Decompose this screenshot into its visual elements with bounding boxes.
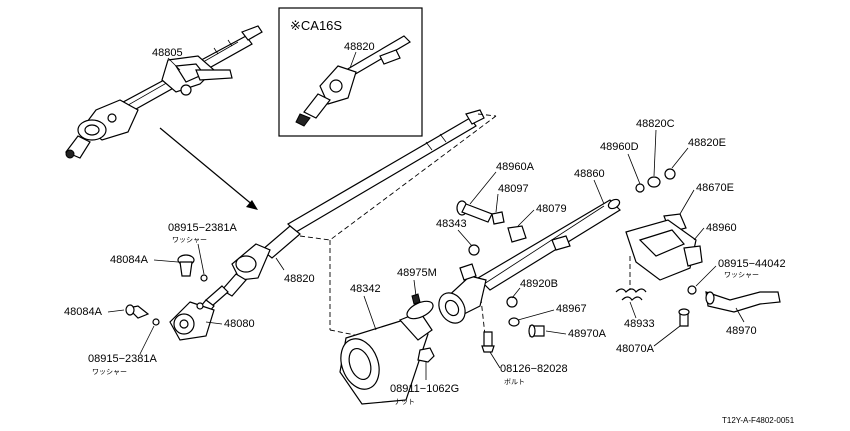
label-08915-2381a-bottom: 08915−2381A — [88, 353, 157, 365]
label-48670e: 48670E — [696, 182, 734, 194]
intermediate-shaft-48820 — [205, 109, 485, 307]
label-48070a: 48070A — [616, 343, 655, 355]
inset-label-48820: 48820 — [344, 41, 375, 53]
label-48860: 48860 — [574, 168, 605, 180]
label-48084a-2: 48084A — [64, 306, 103, 318]
label-48933: 48933 — [624, 318, 655, 330]
label-48343: 48343 — [436, 218, 467, 230]
label-48080: 48080 — [224, 318, 255, 330]
direction-arrow — [159, 127, 258, 210]
label-48342: 48342 — [350, 283, 381, 295]
label-48960: 48960 — [706, 222, 737, 234]
label-48820e: 48820E — [688, 137, 726, 149]
label-48805: 48805 — [152, 47, 183, 59]
tube-hardware — [481, 296, 545, 353]
label-nut: ナット — [394, 398, 415, 406]
label-48079: 48079 — [536, 203, 567, 215]
inset-box-ca16s — [278, 7, 423, 137]
label-48967: 48967 — [556, 303, 587, 315]
column-assembly-48805 — [65, 25, 263, 159]
label-bolt: ボルト — [504, 378, 525, 386]
label-48970: 48970 — [726, 325, 757, 337]
label-48975m: 48975M — [397, 267, 437, 279]
label-48970a: 48970A — [568, 328, 607, 340]
label-washer-right: ワッシャー — [724, 271, 759, 279]
label-48820c: 48820C — [636, 118, 675, 130]
tilt-bracket-48960 — [615, 168, 781, 327]
label-washer-bottom: ワッシャー — [92, 368, 127, 376]
label-48097: 48097 — [498, 183, 529, 195]
column-boot-48342 — [339, 293, 435, 405]
label-48084a-1: 48084A — [110, 254, 149, 266]
label-48820: 48820 — [284, 273, 315, 285]
label-48960a: 48960A — [496, 161, 535, 173]
label-08915-44042: 08915−44042 — [718, 258, 786, 270]
column-tube-48860 — [438, 198, 621, 324]
label-48920b: 48920B — [520, 278, 558, 290]
label-48960d: 48960D — [600, 141, 639, 153]
label-08911-1062g: 08911−1062G — [390, 383, 459, 395]
label-08126-82028: 08126−82028 — [500, 363, 568, 375]
label-washer-top: ワッシャー — [172, 236, 207, 244]
diagram-code: T12Y-A-F4802-0051 — [722, 416, 795, 425]
joint-48080 — [125, 254, 215, 341]
label-08915-2381a-top: 08915−2381A — [168, 222, 237, 234]
inset-note: ※CA16S — [290, 18, 342, 33]
